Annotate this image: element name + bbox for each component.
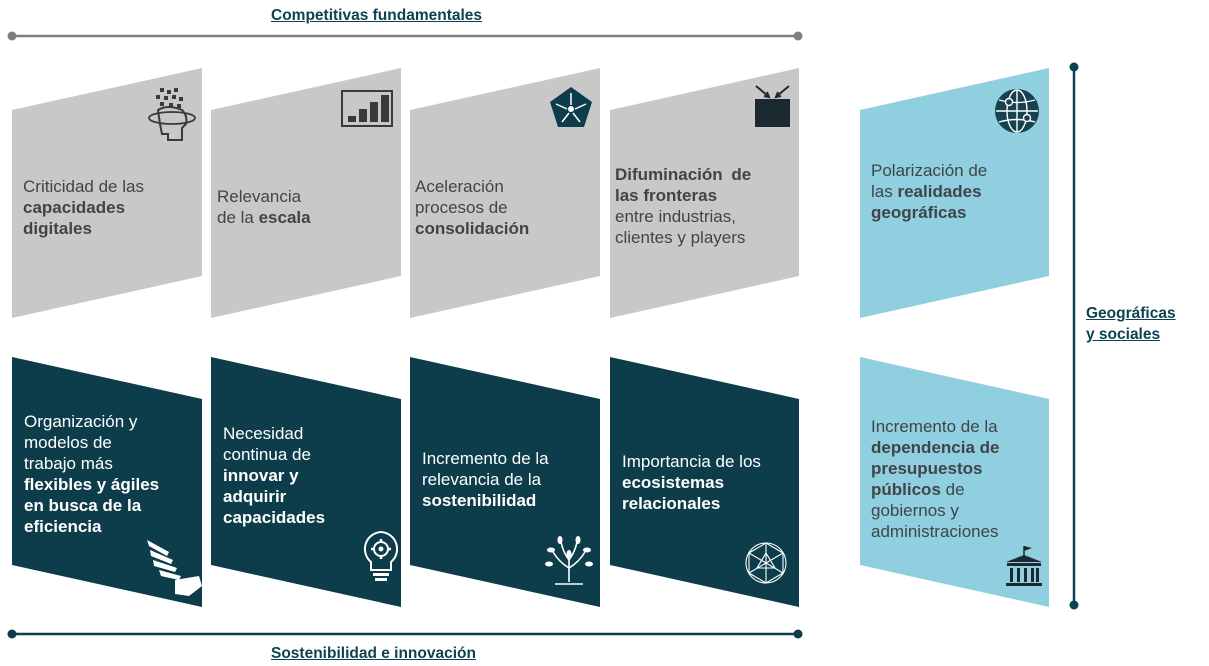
card-consolidacion-text: Aceleración procesos de consolidación	[415, 177, 530, 238]
card-consolidacion-shape	[410, 68, 600, 318]
card-polarizacion-shape	[860, 68, 1049, 318]
card-capacidades-text: Criticidad de las capacidades digitales	[23, 177, 144, 238]
right-axis-label-line2: y sociales	[1086, 326, 1161, 343]
top-axis	[7, 31, 803, 41]
card-presupuestos-text: Incremento de la dependencia de presupue…	[871, 417, 1000, 541]
top-axis-label: Competitivas fundamentales	[271, 7, 483, 24]
card-sostenibilidad-shape	[410, 357, 600, 607]
card-fronteras-text: Difuminación de las fronteras entre indu…	[615, 165, 752, 247]
pentagon-merge-icon	[550, 87, 592, 127]
globe-icon	[995, 89, 1039, 133]
bottom-axis-label: Sostenibilidad e innovación	[271, 645, 476, 662]
card-escala-text: Relevancia de la escala	[217, 187, 311, 227]
inbox-arrows-icon	[755, 85, 790, 127]
card-innovar-shape	[211, 357, 401, 607]
tree-icon	[545, 536, 593, 585]
card-ecosistemas-shape	[610, 357, 799, 607]
card-escala-shape	[211, 68, 401, 318]
card-organizacion-text: Organización y modelos de trabajo más fl…	[24, 412, 160, 536]
card-sostenibilidad-text: Incremento de la relevancia de la sosten…	[422, 449, 549, 510]
right-axis	[1069, 62, 1079, 610]
digital-head-icon	[148, 88, 196, 141]
network-sphere-icon	[745, 542, 787, 584]
bottom-axis	[7, 629, 803, 639]
winged-hand-icon	[147, 540, 202, 596]
lightbulb-gear-icon	[363, 530, 399, 581]
card-innovar-text: Necesidad continua de innovar y adquirir…	[223, 424, 326, 527]
card-polarizacion-text: Polarización de las realidades geográfic…	[871, 161, 988, 222]
card-fronteras-shape	[610, 68, 799, 318]
card-ecosistemas-text: Importancia de los ecosistemas relaciona…	[622, 452, 761, 513]
card-capacidades-shape	[12, 68, 202, 318]
right-axis-label: Geográficas y sociales	[1086, 303, 1176, 345]
government-building-icon	[1006, 546, 1042, 586]
card-presupuestos-shape	[860, 357, 1049, 607]
right-axis-label-line1: Geográficas	[1086, 305, 1176, 322]
bar-chart-icon	[341, 90, 393, 127]
